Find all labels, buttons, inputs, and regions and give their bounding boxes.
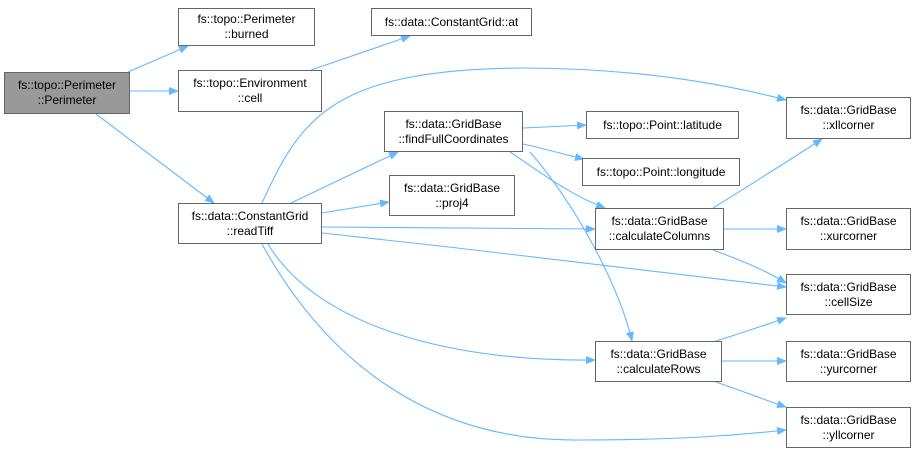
node-label-line1: fs::data::GridBase — [800, 412, 897, 427]
edge-readtiff-to-calcrows — [267, 243, 596, 365]
node-label-line1: fs::topo::Perimeter — [17, 78, 117, 92]
edge-calcrows-to-cellsize — [715, 317, 787, 342]
node-gridbase-proj4[interactable]: fs::data::GridBase ::proj4 — [389, 175, 515, 216]
node-gridbase-xurcorner[interactable]: fs::data::GridBase ::xurcorner — [786, 208, 911, 250]
edge-findfull-to-latitude — [522, 121, 587, 130]
node-label-line1: fs::topo::Point::latitude — [603, 117, 722, 132]
node-label-line1: fs::data::ConstantGrid — [191, 208, 309, 223]
node-constantgrid-at[interactable]: fs::data::ConstantGrid::at — [371, 8, 532, 36]
node-label-line2: ::burned — [224, 27, 269, 41]
node-gridbase-calculatecolumns[interactable]: fs::data::GridBase ::calculateColumns — [595, 208, 724, 250]
node-gridbase-findfullcoordinates[interactable]: fs::data::GridBase ::findFullCoordinates — [384, 111, 523, 152]
edge-calccols-to-cellsize — [712, 249, 787, 284]
node-perimeter-burned[interactable]: fs::topo::Perimeter ::burned — [178, 8, 315, 46]
node-gridbase-yurcorner[interactable]: fs::data::GridBase ::yurcorner — [786, 341, 911, 382]
node-label-line2: ::yurcorner — [819, 361, 878, 376]
node-label-line2: ::Perimeter — [37, 93, 97, 107]
node-environment-cell[interactable]: fs::topo::Environment ::cell — [178, 70, 322, 112]
edge-findfull-to-longitude — [522, 143, 585, 161]
edge-readtiff-to-cellsize — [321, 232, 787, 290]
node-point-latitude[interactable]: fs::topo::Point::latitude — [586, 111, 739, 139]
edge-readtiff-to-findfull — [290, 151, 399, 204]
node-label-line1: fs::data::GridBase — [800, 103, 897, 117]
node-constantgrid-readtiff[interactable]: fs::data::ConstantGrid ::readTiff — [178, 203, 322, 244]
node-label-line1: fs::data::ConstantGrid::at — [384, 14, 519, 29]
node-label-line2: ::findFullCoordinates — [398, 131, 509, 146]
node-label-line2: ::calculateColumns — [608, 229, 711, 243]
node-label-line2: ::calculateRows — [616, 361, 701, 376]
edge-root-to-burned — [127, 45, 189, 73]
edge-readtiff-to-calccols — [321, 224, 596, 233]
node-label-line1: fs::data::GridBase — [800, 346, 897, 361]
node-perimeter-constructor: fs::topo::Perimeter ::Perimeter — [4, 72, 130, 114]
node-label-line1: fs::data::GridBase — [800, 279, 897, 294]
node-label-line2: ::readTiff — [226, 223, 274, 238]
edge-calccols-to-xllcorner — [712, 138, 823, 209]
node-label-line2: ::proj4 — [435, 195, 469, 210]
node-label-line1: fs::data::GridBase — [611, 214, 708, 228]
node-label-line1: fs::data::GridBase — [403, 180, 501, 195]
edge-readtiff-to-yllcorner — [261, 243, 787, 441]
node-label-line1: fs::data::GridBase — [405, 116, 502, 131]
node-label-line1: fs::topo::Perimeter — [197, 12, 296, 26]
edge-calcrows-to-yllcorner — [715, 381, 787, 408]
node-label-line2: ::yllcorner — [822, 427, 875, 442]
node-label-line1: fs::topo::Point::longitude — [596, 164, 726, 179]
node-gridbase-cellsize[interactable]: fs::data::GridBase ::cellSize — [786, 274, 911, 315]
node-gridbase-xllcorner[interactable]: fs::data::GridBase ::xllcorner — [786, 97, 911, 139]
node-gridbase-calculaterows[interactable]: fs::data::GridBase ::calculateRows — [595, 341, 722, 382]
node-gridbase-yllcorner[interactable]: fs::data::GridBase ::yllcorner — [786, 407, 911, 448]
node-label-line1: fs::topo::Environment — [193, 76, 307, 90]
node-label-line2: ::cell — [237, 91, 263, 105]
node-label-line1: fs::data::GridBase — [610, 346, 707, 361]
node-label-line2: ::xurcorner — [819, 229, 878, 243]
node-point-longitude[interactable]: fs::topo::Point::longitude — [582, 158, 740, 186]
node-label-line2: ::cellSize — [824, 294, 873, 309]
edge-findfull-to-calccols — [509, 151, 606, 209]
edge-env_cell-to-cg_at — [310, 35, 411, 71]
edge-readtiff-to-proj4 — [321, 199, 390, 214]
node-label-line1: fs::data::GridBase — [800, 214, 897, 228]
edge-root-to-readtiff — [95, 113, 215, 204]
edge-readtiff-to-xllcorner — [261, 67, 787, 204]
node-label-line2: ::xllcorner — [822, 118, 875, 132]
